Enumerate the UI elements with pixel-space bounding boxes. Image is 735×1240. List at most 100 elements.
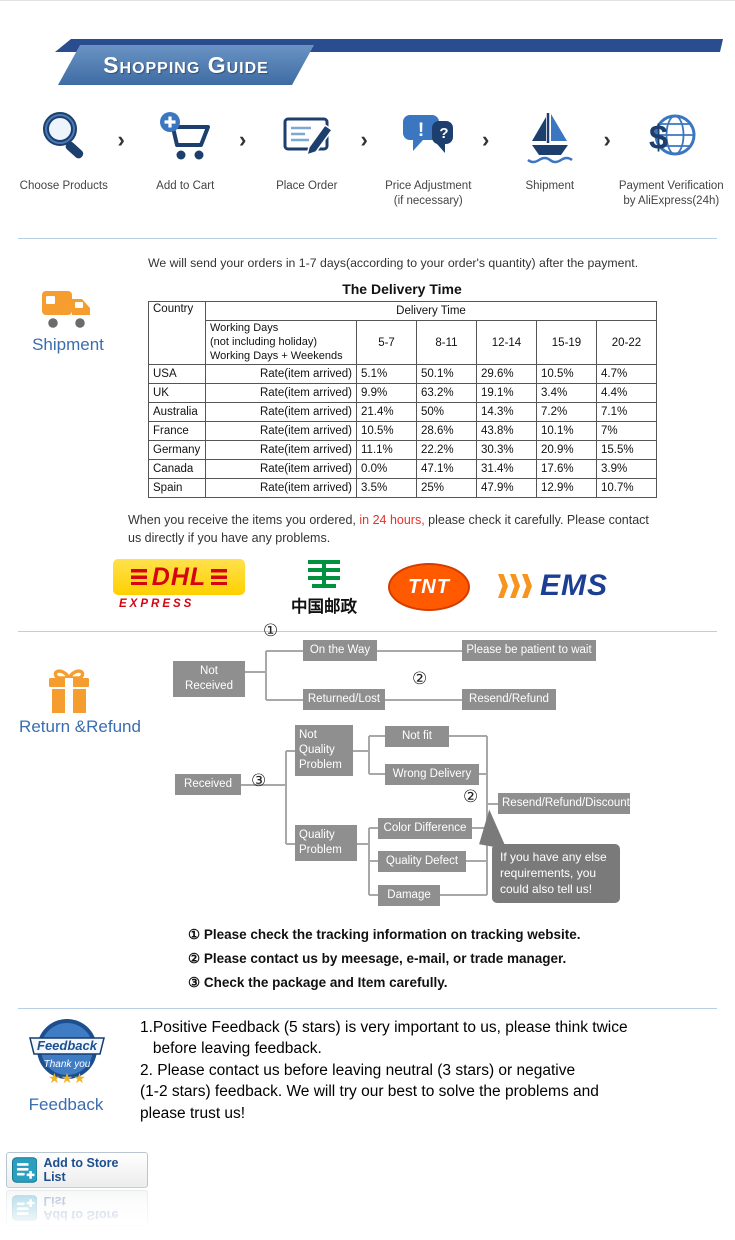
rate-cell: 10.5% <box>356 421 417 442</box>
svg-text:!: ! <box>418 120 424 141</box>
rate-cell: 5.1% <box>356 364 417 385</box>
range-cell: 12-14 <box>476 319 537 366</box>
notice-highlight: in 24 hours, <box>359 513 425 527</box>
step-label: Choose Products <box>19 180 108 192</box>
table-row: France Rate(item arrived) 10.5% 28.6% 43… <box>148 421 657 442</box>
globe-payment-icon: $ <box>618 101 726 173</box>
feedback-line: please trust us! <box>140 1104 246 1122</box>
flow-node-not-quality-problem: Not Quality Problem <box>295 725 353 776</box>
flow-node-received: Received <box>175 774 241 795</box>
step-payment-verification: $ Payment Verification by AliExpress(24h… <box>618 101 726 209</box>
svg-text:$: $ <box>649 119 668 157</box>
ems-chevrons-icon <box>498 574 534 598</box>
dhl-logo-box: DHL <box>113 559 245 595</box>
add-to-store-list-button[interactable]: Add to Store List <box>6 1152 148 1188</box>
rate-cell: 19.1% <box>476 383 537 404</box>
flow-node-quality-problem: Quality Problem <box>295 825 357 861</box>
rate-cell: 50% <box>416 402 477 423</box>
range-cell: 8-11 <box>416 319 477 366</box>
rate-cell: 10.5% <box>536 364 597 385</box>
feedback-line: 2. Please contact us before leaving neut… <box>140 1061 576 1079</box>
rate-cell: 20.9% <box>536 440 597 461</box>
step-choose-products: Choose Products <box>10 101 118 194</box>
rate-cell: 12.9% <box>536 478 597 499</box>
feedback-text: 1.Positive Feedback (5 stars) is very im… <box>140 1017 732 1124</box>
flow-node-quality-defect: Quality Defect <box>378 851 466 872</box>
step-arrow-icon: › <box>117 127 125 152</box>
country-cell: France <box>148 421 206 442</box>
place-order-icon <box>253 101 361 173</box>
table-row: Spain Rate(item arrived) 3.5% 25% 47.9% … <box>148 478 657 499</box>
china-post-logo: 中国邮政 <box>278 557 370 617</box>
notice-text: please check it carefully. Please contac… <box>128 513 649 546</box>
divider <box>18 1008 717 1009</box>
dhl-logo-text: DHL <box>151 562 207 591</box>
rate-cell: 7% <box>596 421 657 442</box>
feedback-line: before leaving feedback. <box>140 1040 322 1058</box>
step-arrow-icon: › <box>603 127 611 152</box>
flow-node-be-patient: Please be patient to wait <box>462 640 596 661</box>
delivery-time-header-cell: Delivery Time <box>205 301 657 321</box>
rate-cell: 47.1% <box>416 459 477 480</box>
rate-cell: 11.1% <box>356 440 417 461</box>
rate-cell: 14.3% <box>476 402 537 423</box>
china-post-emblem-icon <box>308 560 340 588</box>
rate-cell: 10.7% <box>596 478 657 499</box>
range-cell: 5-7 <box>356 319 417 366</box>
rate-cell: 4.4% <box>596 383 657 404</box>
rate-label-cell: Rate(item arrived) <box>205 440 357 461</box>
flow-node-not-fit: Not fit <box>385 726 449 747</box>
rate-label-cell: Rate(item arrived) <box>205 421 357 442</box>
delivery-table-title: The Delivery Time <box>342 281 462 297</box>
table-row: USA Rate(item arrived) 5.1% 50.1% 29.6% … <box>148 364 657 385</box>
divider <box>18 238 717 239</box>
rate-cell: 63.2% <box>416 383 477 404</box>
flow-node-damage: Damage <box>378 885 440 906</box>
working-days-cell: Working Days (not including holiday) Wor… <box>205 319 357 366</box>
process-steps: Choose Products › Add to Cart › <box>10 101 725 209</box>
rate-cell: 3.4% <box>536 383 597 404</box>
country-cell: Spain <box>148 478 206 499</box>
country-cell: UK <box>148 383 206 404</box>
dhl-express-text: EXPRESS <box>119 598 195 610</box>
flow-marker-2b: ② <box>463 787 479 806</box>
rate-cell: 28.6% <box>416 421 477 442</box>
flow-node-on-the-way: On the Way <box>303 640 377 661</box>
rate-cell: 29.6% <box>476 364 537 385</box>
divider <box>18 631 717 632</box>
gift-box-icon <box>44 667 94 722</box>
rate-cell: 31.4% <box>476 459 537 480</box>
country-cell: Germany <box>148 440 206 461</box>
rate-cell: 9.9% <box>356 383 417 404</box>
page-title: Shopping Guide <box>103 51 269 78</box>
return-note-3: ③ Check the package and Item carefully. <box>188 975 448 990</box>
feedback-section-label: Feedback <box>28 1095 104 1114</box>
feedback-badge-stars: ★★★ <box>48 1070 86 1086</box>
rate-cell: 0.0% <box>356 459 417 480</box>
rate-cell: 4.7% <box>596 364 657 385</box>
step-price-adjustment: ! ? Price Adjustment (if necessary) <box>375 101 483 209</box>
step-label: Add to Cart <box>156 180 215 192</box>
step-label: Place Order <box>276 180 338 192</box>
table-row: UK Rate(item arrived) 9.9% 63.2% 19.1% 3… <box>148 383 657 404</box>
reflection-fade <box>0 1187 165 1237</box>
return-note-1: ① Please check the tracking information … <box>188 927 581 942</box>
banner: Shopping Guide <box>58 45 314 85</box>
delivery-time-table: Country Delivery Time Working Days (not … <box>148 300 657 499</box>
flow-node-wrong-delivery: Wrong Delivery <box>385 764 479 785</box>
table-row: Australia Rate(item arrived) 21.4% 50% 1… <box>148 402 657 423</box>
dhl-stripes-icon <box>130 569 147 585</box>
rate-cell: 3.5% <box>356 478 417 499</box>
flow-marker-3: ③ <box>251 771 267 790</box>
flow-marker-2: ② <box>412 669 428 688</box>
price-adjustment-bubbles-icon: ! ? <box>375 101 483 173</box>
rate-cell: 3.9% <box>596 459 657 480</box>
tnt-logo: TNT <box>388 563 470 611</box>
magnifier-icon <box>10 101 118 173</box>
rate-cell: 47.9% <box>476 478 537 499</box>
feedback-line: 1.Positive Feedback (5 stars) is very im… <box>140 1019 628 1036</box>
step-label: Price Adjustment (if necessary) <box>385 180 472 207</box>
rate-cell: 10.1% <box>536 421 597 442</box>
country-cell: USA <box>148 364 206 385</box>
